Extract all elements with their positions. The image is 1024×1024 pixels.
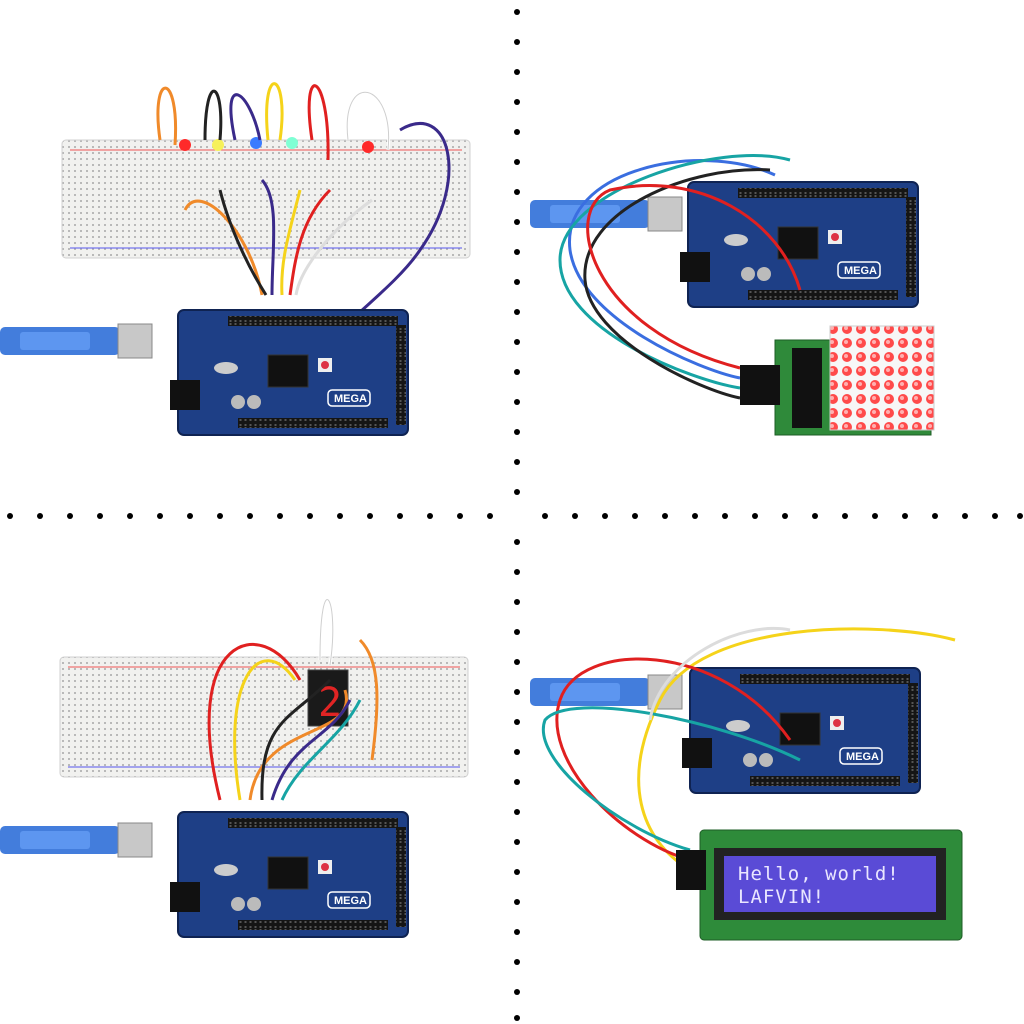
jumper-wires (558, 154, 802, 400)
usb-cable (0, 323, 153, 359)
panel-seven-segment: 2 MEGA (0, 598, 469, 938)
jumper-wires (207, 598, 379, 801)
seven-segment-display: 2 (307, 669, 349, 727)
led-green (286, 137, 298, 149)
panel-led-matrix: MEGA (529, 154, 935, 436)
jumper-wires (541, 627, 956, 872)
lcd-line-1: Hello, world! (738, 863, 900, 885)
panel-led-breadboard: MEGA (0, 82, 471, 436)
jumper-wires (156, 82, 451, 342)
lcd-line-2: LAFVIN! (738, 886, 825, 908)
svg-text:MEGA: MEGA (334, 393, 367, 405)
svg-text:MEGA: MEGA (844, 265, 877, 277)
led-matrix-module (740, 325, 935, 436)
divider-horizontal (7, 513, 1023, 519)
svg-text:MEGA: MEGA (846, 751, 879, 763)
breadboard (61, 139, 471, 259)
led-red-2 (362, 141, 374, 153)
arduino-mega-board: MEGA (169, 811, 409, 938)
panel-lcd-display: MEGA Hello, world! LAFVIN! (529, 627, 963, 941)
arduino-mega-board: MEGA (679, 181, 919, 308)
lcd-module: Hello, world! LAFVIN! (676, 829, 963, 941)
divider-vertical (514, 9, 520, 1021)
led-red-1 (179, 139, 191, 151)
led-yellow (212, 139, 224, 151)
svg-text:MEGA: MEGA (334, 895, 367, 907)
arduino-mega-board: MEGA (169, 309, 409, 436)
arduino-mega-board: MEGA (681, 667, 921, 794)
usb-cable (0, 822, 153, 858)
